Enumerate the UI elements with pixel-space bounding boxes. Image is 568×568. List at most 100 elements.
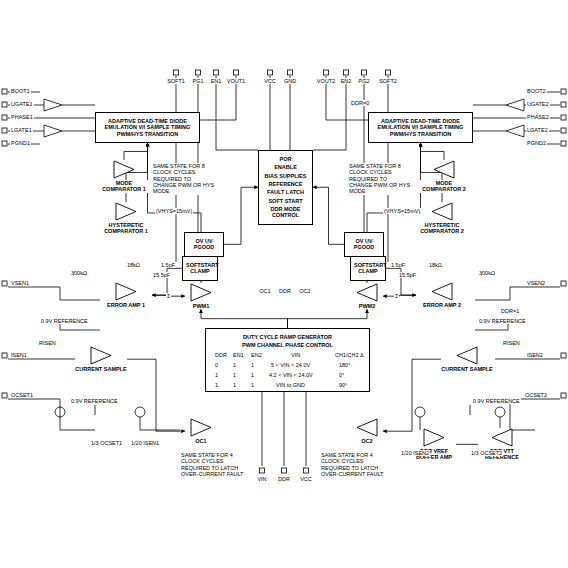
block-label: SOFT START xyxy=(262,198,309,204)
pin-terminal xyxy=(561,141,566,146)
pin-terminal xyxy=(2,89,7,94)
annotation: 15.5pF xyxy=(398,272,417,278)
block-label: FAULT LATCH xyxy=(262,189,309,195)
block-label: ADAPTIVE DEAD-TIME DIODE EMULATION V/I S… xyxy=(372,118,469,137)
triangle-symbol xyxy=(441,346,493,365)
pin-terminal xyxy=(2,128,7,133)
block-box: ADAPTIVE DEAD-TIME DIODE EMULATION V/I S… xyxy=(95,112,200,143)
block-label: ERROR AMP 2 xyxy=(416,302,468,308)
annotation: 300kΩ xyxy=(70,270,88,276)
annotation: OC1 xyxy=(258,288,271,294)
pin-name: VIN xyxy=(256,476,267,482)
pin-name: BOOT1 xyxy=(10,88,31,94)
annotation: 1/3 OCSET2 xyxy=(470,450,503,456)
amplifier-symbol: CURRENT SAMPLE xyxy=(441,346,493,372)
pin-name: PG1 xyxy=(191,78,204,84)
block-box: ADAPTIVE DEAD-TIME DIODE EMULATION V/I S… xyxy=(368,112,473,143)
annotation: DDR=1 xyxy=(500,308,520,314)
annotation: (VHYS=15mV) xyxy=(383,208,421,214)
annotation: EN2 xyxy=(250,352,263,358)
pin-terminal xyxy=(561,281,566,286)
block-label: OV UV PGOOD xyxy=(348,238,380,251)
block-label: OV UV PGOOD xyxy=(188,238,220,251)
block-label: ADAPTIVE DEAD-TIME DIODE EMULATION V/I S… xyxy=(99,118,196,137)
pin-name: UGATE2 xyxy=(526,101,550,107)
block-label: SOFTSTART CLAMP xyxy=(186,262,214,275)
annotation: (VHYS=15mV) xyxy=(155,208,193,214)
amplifier-symbol: HYSTERETIC COMPARATOR 2 xyxy=(416,202,468,235)
pin-name: OCSET2 xyxy=(524,392,548,398)
block-label: REFERENCE xyxy=(262,181,309,187)
pin-terminal xyxy=(2,141,7,146)
annotation: 1 xyxy=(232,382,237,388)
annotation: 90° xyxy=(338,382,348,388)
annotation: 1/3 OCSET1 xyxy=(90,440,123,446)
annotation: CH1/CH2 Δ xyxy=(334,352,365,358)
pin-name: ISEN2 xyxy=(526,352,544,358)
block-label: SOFTSTART CLAMP xyxy=(354,262,382,275)
pin-name: EN2 xyxy=(340,78,353,84)
block-label: PWM2 xyxy=(351,303,383,309)
annotation: SAME STATE FOR 4 CLOCK CYCLES REQUIRED T… xyxy=(320,452,394,477)
block-label: OC2 xyxy=(351,438,383,444)
block-label: PWM1 xyxy=(185,303,217,309)
signal-connector xyxy=(127,359,185,431)
annotation: 5 < VIN < 24.0V xyxy=(270,362,311,368)
block-label: OC1 xyxy=(185,438,217,444)
amplifier-symbol: ERROR AMP 2 xyxy=(416,282,468,308)
pin-name: SOFT2 xyxy=(378,78,398,84)
annotation: 18kΩ xyxy=(126,262,141,268)
pin-name: VCC xyxy=(299,476,313,482)
pin-terminal xyxy=(2,393,7,398)
block-box: OV UV PGOOD xyxy=(344,232,384,257)
pin-name: EN1 xyxy=(210,78,223,84)
pin-terminal xyxy=(288,70,293,75)
pin-name: PGND2 xyxy=(526,140,547,146)
annotation: 1.5pF xyxy=(160,262,176,268)
signal-connector xyxy=(383,359,441,431)
annotation: 1 xyxy=(214,382,219,388)
triangle-symbol xyxy=(412,428,456,447)
pin-name: PHASE1 xyxy=(10,114,34,120)
annotation: 0.9V REFERENCE xyxy=(40,318,89,324)
pin-terminal xyxy=(561,102,566,107)
pin-terminal xyxy=(561,128,566,133)
triangle-symbol xyxy=(100,160,148,179)
block-box: PORENABLEBIAS SUPPLIESREFERENCEFAULT LAT… xyxy=(258,150,313,225)
pin-name: PHASE2 xyxy=(526,114,550,120)
annotation: DDR xyxy=(214,352,228,358)
amplifier-symbol: ERROR AMP 1 xyxy=(100,282,152,308)
pin-terminal xyxy=(344,70,349,75)
annotation: 1/20 ISEN1 xyxy=(130,440,160,446)
signal-connector xyxy=(456,444,478,445)
pin-terminal xyxy=(260,468,265,473)
pin-terminal xyxy=(2,102,7,107)
signal-connector xyxy=(313,187,344,244)
pin-terminal xyxy=(196,70,201,75)
annotation: 1 xyxy=(214,372,219,378)
amplifier-symbol: CURRENT SAMPLE xyxy=(75,346,127,372)
pin-terminal xyxy=(2,353,7,358)
annotation: 0° xyxy=(338,372,345,378)
pin-terminal xyxy=(2,115,7,120)
triangle-symbol xyxy=(478,428,526,447)
pin-terminal xyxy=(324,70,329,75)
annotation: 1 xyxy=(232,372,237,378)
pin-terminal xyxy=(2,281,7,286)
annotation: EN1 xyxy=(232,352,245,358)
annotation: VIN xyxy=(290,352,301,358)
pin-name: VOUT1 xyxy=(226,78,246,84)
amplifier-symbol: MODE COMPARATOR 1 xyxy=(100,160,148,193)
pin-name: DDR xyxy=(277,476,291,482)
block-label: CURRENT SAMPLE xyxy=(75,366,127,372)
annotation: 4.2 < VIN < 24.0V xyxy=(268,372,314,378)
annotation: 1.5pF xyxy=(390,262,406,268)
pin-name: LGATE1 xyxy=(10,127,33,133)
triangle-symbol xyxy=(416,202,468,221)
annotation: SAME STATE FOR 8 CLOCK CYCLES REQUIRED T… xyxy=(152,163,216,195)
triangle-symbol xyxy=(185,283,217,302)
pin-terminal xyxy=(561,89,566,94)
annotation: 15.5pF xyxy=(152,272,171,278)
